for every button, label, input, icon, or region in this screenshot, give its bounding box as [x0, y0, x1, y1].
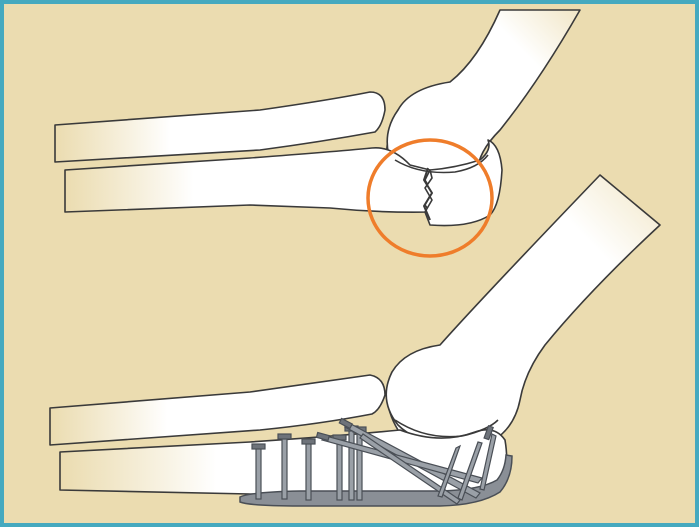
elbow-fracture-illustration [0, 0, 699, 527]
illustration-canvas [0, 0, 699, 527]
